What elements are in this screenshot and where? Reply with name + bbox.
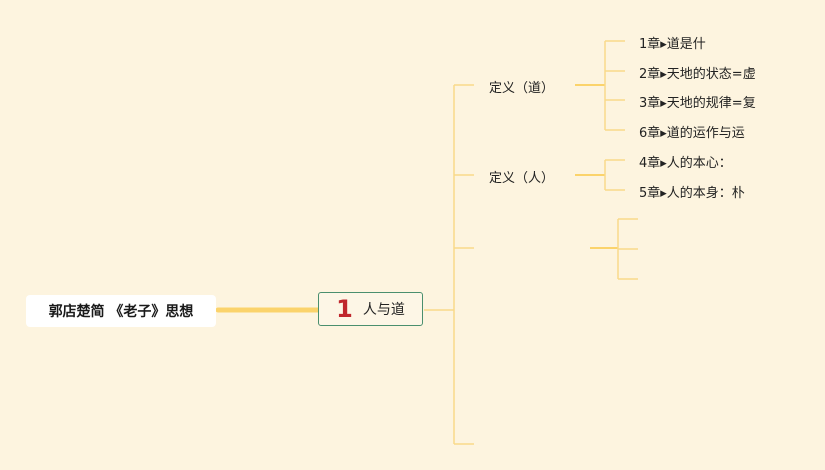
subtopic-definition-ren[interactable]: 定义（人） xyxy=(489,167,554,186)
leaf-chapter-6[interactable]: 6章▸道的运作与运 xyxy=(639,122,745,141)
leaf-label: 3章▸天地的规律=复 xyxy=(639,96,756,111)
leaf-label: 1章▸道是什 xyxy=(639,37,706,52)
root-topic[interactable]: 郭店楚简 《老子》思想 xyxy=(26,295,216,327)
leaf-chapter-2[interactable]: 2章▸天地的状态=虚 xyxy=(639,63,756,82)
subtopic-definition-dao[interactable]: 定义（道） xyxy=(489,77,554,96)
main-topic[interactable]: 1 人与道 xyxy=(318,292,423,326)
root-topic-label: 郭店楚简 《老子》思想 xyxy=(48,304,194,320)
leaf-label: 6章▸道的运作与运 xyxy=(639,126,745,141)
leaf-chapter-4[interactable]: 4章▸人的本心： xyxy=(639,152,732,171)
leaf-chapter-1[interactable]: 1章▸道是什 xyxy=(639,33,706,52)
leaf-label: 4章▸人的本心： xyxy=(639,156,732,171)
subtopic-label: 定义（道） xyxy=(489,81,555,96)
leaf-chapter-3[interactable]: 3章▸天地的规律=复 xyxy=(639,92,756,111)
topic-number-badge: 1 xyxy=(336,295,353,323)
leaf-label: 2章▸天地的状态=虚 xyxy=(639,67,756,82)
main-topic-label: 人与道 xyxy=(362,302,405,318)
leaf-label: 5章▸人的本身：朴 xyxy=(639,186,745,201)
subtopic-label: 定义（人） xyxy=(489,171,555,186)
leaf-chapter-5[interactable]: 5章▸人的本身：朴 xyxy=(639,182,745,201)
